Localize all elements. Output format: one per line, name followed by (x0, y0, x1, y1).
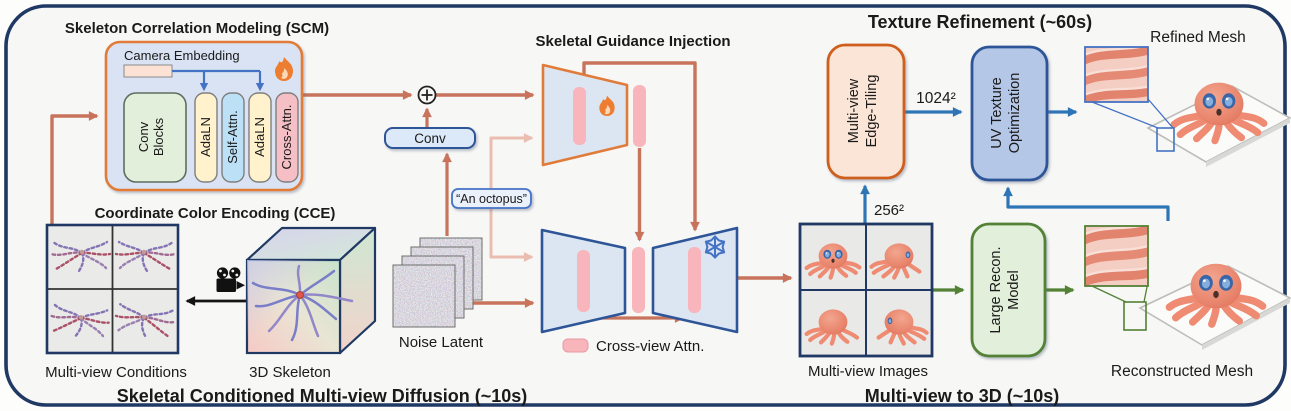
multiview-conditions-grid (45, 223, 180, 355)
arrow-prompt-to-unet (489, 209, 534, 262)
svg-text:Conv: Conv (136, 121, 151, 152)
svg-text:“An octopus”: “An octopus” (456, 192, 527, 206)
camera-embedding-label: Camera Embedding (124, 48, 240, 63)
conv-box: Conv (384, 127, 476, 149)
svg-text:Cross-Attn.: Cross-Attn. (279, 104, 294, 169)
camera-embedding-bar (123, 64, 173, 78)
adaln2-box: AdaLN (248, 92, 272, 183)
texture-refinement-title: Texture Refinement (~60s) (868, 12, 1092, 32)
svg-text:UV Texture: UV Texture (989, 77, 1005, 148)
controlnet-encoder (541, 63, 629, 167)
refined-mesh-label: Refined Mesh (1150, 29, 1246, 46)
refined-mesh (1083, 44, 1291, 167)
skeleton-cube (245, 226, 377, 355)
reconstructed-mesh (1083, 223, 1291, 350)
cross-attn-box: Cross-Attn. (275, 92, 299, 183)
res-1024-label: 1024² (916, 90, 956, 107)
multiview-conditions-label: Multi-view Conditions (45, 364, 187, 381)
cce-title: Coordinate Color Encoding (CCE) (95, 205, 336, 222)
stage-diffusion-label: Skeletal Conditioned Multi-view Diffusio… (117, 386, 528, 406)
scm-title: Skeleton Correlation Modeling (SCM) (65, 20, 329, 37)
svg-text:Blocks: Blocks (151, 117, 166, 156)
legend-label: Cross-view Attn. (596, 338, 704, 355)
legend-swatch (562, 338, 589, 353)
conv-blocks-box: Conv Blocks (123, 92, 187, 183)
cross-view-bar (577, 250, 590, 312)
arrow-controlnet-top-to-decoder (582, 61, 700, 232)
multiview-images-grid (798, 222, 934, 358)
large-recon-box: Large Recon. Model (970, 222, 1047, 358)
arrow-conditions-to-scm (50, 111, 99, 226)
noise-latent-label: Noise Latent (399, 334, 484, 351)
self-attn-box: Self-Attn. (221, 92, 245, 183)
skeleton-3d-label: 3D Skeleton (249, 364, 331, 381)
svg-text:Conv: Conv (414, 131, 446, 146)
svg-text:Large Recon.: Large Recon. (988, 246, 1004, 333)
zoom-target-rect (1123, 301, 1147, 331)
skeleton-root-joint (296, 291, 304, 299)
unet (540, 226, 739, 334)
arrow-recon-to-uv (1003, 186, 1170, 221)
cross-view-bar (688, 247, 701, 313)
cross-view-bar (632, 247, 645, 313)
svg-text:AdaLN: AdaLN (198, 117, 213, 157)
noise-latent-stack (392, 237, 483, 328)
stage-mv3d-label: Multi-view to 3D (~10s) (865, 386, 1060, 406)
cross-view-legend: Cross-view Attn. (562, 338, 704, 355)
sgi-title: Skeletal Guidance Injection (535, 33, 730, 50)
scm-box: Camera Embedding Conv Blocks AdaLN Self-… (104, 40, 304, 192)
edge-tiling-box: Multi-view Edge-Tiling (826, 43, 906, 180)
svg-text:Model: Model (1006, 270, 1022, 310)
multiview-images-label: Multi-view Images (808, 363, 928, 380)
zoom-target-rect (1156, 127, 1175, 152)
uv-texture-box: UV Texture Optimization (970, 45, 1049, 182)
cross-view-bar (633, 85, 646, 147)
refined-zoom-inset (1083, 44, 1151, 104)
arrow-prompt-to-controlnet (489, 133, 534, 188)
skeleton-3d-curves (251, 264, 354, 342)
svg-text:Optimization: Optimization (1007, 73, 1023, 154)
adaln1-box: AdaLN (194, 92, 218, 183)
svg-text:Edge-Tiling: Edge-Tiling (864, 75, 880, 148)
prompt-box: “An octopus” (451, 188, 532, 209)
recon-zoom-inset (1083, 223, 1151, 286)
cross-view-bar (573, 87, 586, 145)
camera-embedding-connectors (172, 69, 265, 92)
svg-text:Multi-view: Multi-view (846, 78, 862, 143)
res-256-label: 256² (874, 202, 904, 219)
plus-circle-icon (417, 85, 437, 105)
reconstructed-mesh-label: Reconstructed Mesh (1111, 363, 1253, 380)
svg-text:AdaLN: AdaLN (252, 117, 267, 157)
svg-text:Self-Attn.: Self-Attn. (225, 110, 240, 163)
